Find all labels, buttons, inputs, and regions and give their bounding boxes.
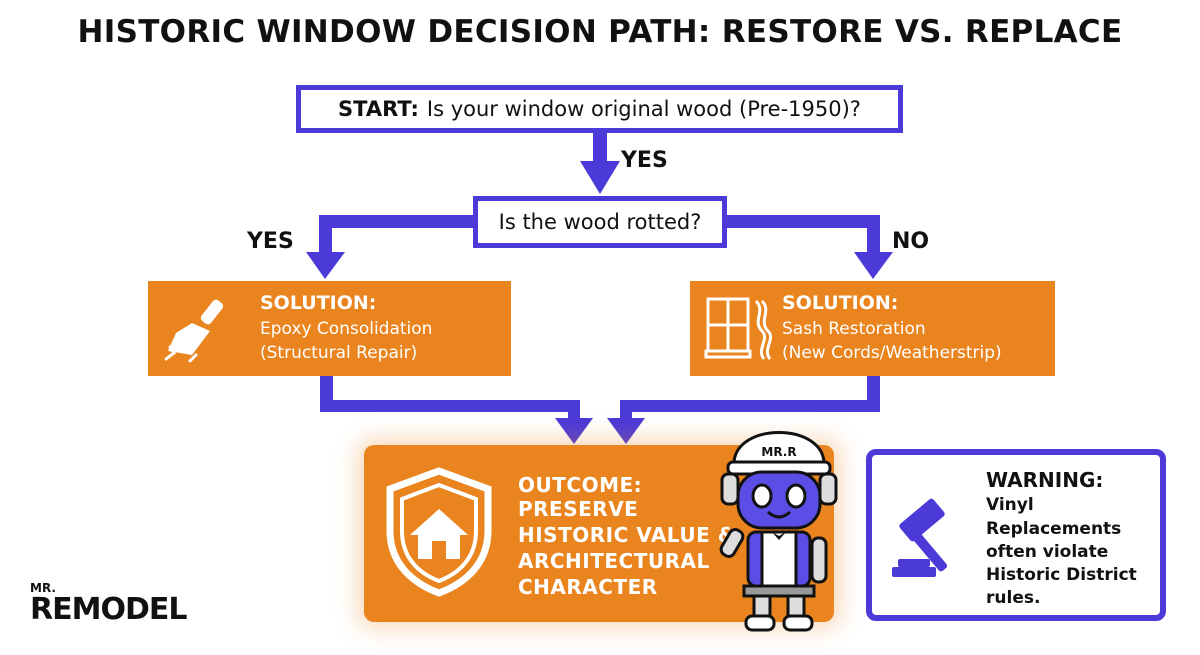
solution-right-line2: (New Cords/Weatherstrip) <box>782 343 1002 363</box>
outcome-line-1: OUTCOME: <box>518 473 643 497</box>
rot-question-box: Is the wood rotted? <box>473 196 727 248</box>
start-yes-label: YES <box>621 148 668 173</box>
solution-right-line1: Sash Restoration <box>782 319 926 339</box>
warning-line-2: Replacements <box>986 519 1122 539</box>
solution-left-line2: (Structural Repair) <box>260 343 418 363</box>
logo-small: MR. <box>30 581 56 595</box>
outcome-line-5: CHARACTER <box>518 575 658 599</box>
warning-line-3: often violate <box>986 542 1109 562</box>
branch-yes-label: YES <box>247 229 294 254</box>
robot-mascot: MR.R <box>719 431 838 632</box>
solution-right-heading: SOLUTION: <box>782 292 899 314</box>
shield-house-icon <box>386 467 492 597</box>
outcome-line-4: ARCHITECTURAL <box>518 549 710 573</box>
logo-name: REMODEL <box>30 592 187 627</box>
mascot-helmet-text: MR.R <box>761 445 796 459</box>
solution-left-heading: SOLUTION: <box>260 292 377 314</box>
solution-epoxy-box: SOLUTION: Epoxy Consolidation (Structura… <box>148 281 511 376</box>
putty-knife-icon <box>164 299 224 363</box>
start-question: Is your window original wood (Pre-1950)? <box>426 97 861 121</box>
outcome-line-2: PRESERVE <box>518 497 639 521</box>
outcome-line-3: HISTORIC VALUE & <box>518 523 736 547</box>
warning-line-4: Historic District <box>986 565 1137 585</box>
start-question-box: START: Is your window original wood (Pre… <box>296 85 903 133</box>
solution-left-line1: Epoxy Consolidation <box>260 319 433 339</box>
warning-line-5: rules. <box>986 588 1041 608</box>
gavel-icon <box>892 498 948 577</box>
warning-heading: WARNING: <box>986 468 1104 492</box>
solution-sash-box: SOLUTION: Sash Restoration (New Cords/We… <box>690 281 1055 376</box>
rot-question: Is the wood rotted? <box>498 210 702 234</box>
start-label: START: <box>338 97 419 121</box>
warning-line-1: Vinyl <box>986 495 1034 515</box>
diagram-title: HISTORIC WINDOW DECISION PATH: RESTORE V… <box>77 14 1123 50</box>
window-sash-icon <box>704 297 773 360</box>
warning-box: WARNING: Vinyl Replacements often violat… <box>866 449 1166 621</box>
branch-no-label: NO <box>892 229 930 254</box>
